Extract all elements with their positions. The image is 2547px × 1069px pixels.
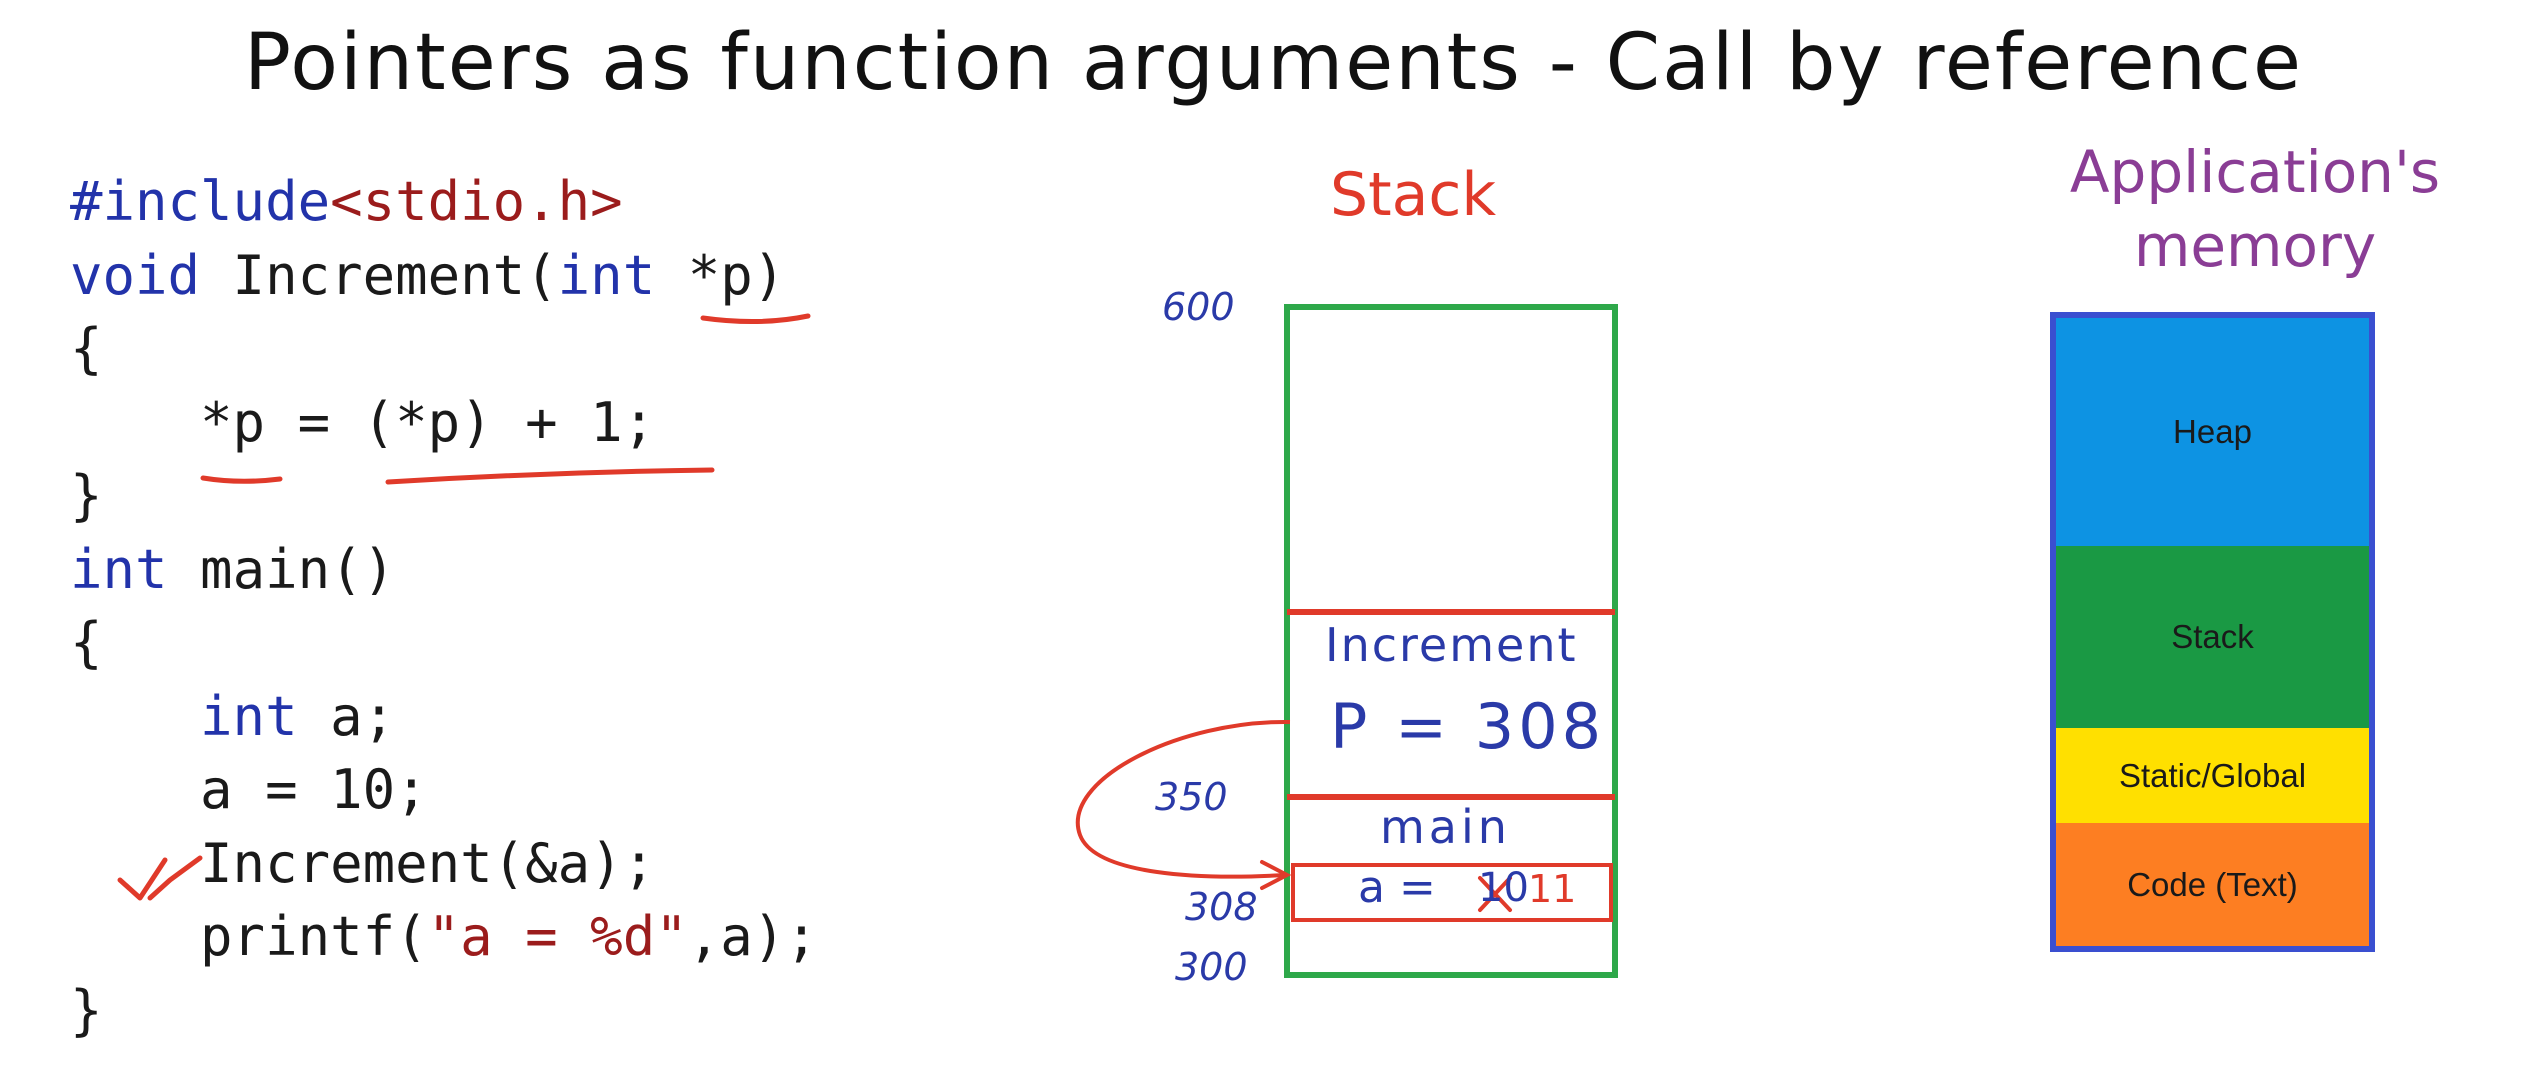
- variable-a-cell: [1291, 863, 1613, 922]
- code-token: main(): [167, 537, 396, 601]
- code-token: ,a);: [687, 905, 818, 968]
- code-token: *p): [655, 243, 786, 307]
- address-308: 308: [1185, 885, 1258, 929]
- memory-segment-static-global: Static/Global: [2056, 728, 2369, 823]
- code-token: int: [70, 537, 168, 601]
- code-token: "a = %d": [427, 905, 688, 968]
- code-line: a = 10;: [70, 753, 818, 827]
- variable-a-label: a =: [1358, 862, 1436, 913]
- strike-old-value: [1478, 876, 1512, 912]
- code-line: }: [70, 974, 818, 1048]
- pointer-arrow-head: [1260, 860, 1292, 890]
- code-line: printf("a = %d",a);: [70, 900, 818, 974]
- code-token: {: [70, 317, 103, 380]
- check-mark-icon: [117, 855, 203, 901]
- memory-segment-stack: Stack: [2056, 546, 2369, 728]
- increment-frame-label: Increment: [1325, 618, 1578, 672]
- code-token: *p = (*p) + 1;: [70, 390, 656, 454]
- code-line: Increment(&a);: [70, 827, 818, 901]
- code-listing: #include<stdio.h>void Increment(int *p){…: [70, 165, 818, 1047]
- underline-p-param: [700, 313, 811, 325]
- code-line: #include<stdio.h>: [70, 165, 818, 239]
- code-line: int a;: [70, 680, 818, 754]
- memory-segment-code: Code (Text): [2056, 823, 2369, 946]
- pointer-p-value: P = 308: [1330, 690, 1606, 763]
- address-600: 600: [1162, 285, 1235, 329]
- code-token: }: [70, 978, 103, 1042]
- memory-layout: Heap Stack Static/Global Code (Text): [2050, 312, 2375, 952]
- code-line: int main(): [70, 533, 818, 607]
- memory-title-line2: memory: [2133, 212, 2377, 280]
- memory-title: Application's memory: [1975, 135, 2535, 283]
- code-token: Increment(: [200, 243, 558, 307]
- underline-deref-p: [200, 475, 283, 484]
- code-token: {: [70, 611, 103, 674]
- variable-a-new-value: 11: [1528, 867, 1577, 911]
- code-token: int: [557, 243, 656, 307]
- main-frame-label: main: [1380, 800, 1511, 854]
- page-title: Pointers as function arguments - Call by…: [244, 18, 2303, 108]
- code-line: *p = (*p) + 1;: [70, 386, 818, 460]
- stack-outline: [1284, 304, 1618, 978]
- underline-expression: [385, 467, 715, 485]
- code-token: int: [200, 684, 298, 748]
- code-token: void: [70, 243, 201, 307]
- code-token: a = 10;: [70, 758, 428, 821]
- memory-segment-heap: Heap: [2056, 318, 2369, 546]
- memory-title-line1: Application's: [2069, 138, 2441, 206]
- address-350: 350: [1155, 775, 1228, 819]
- code-token: a;: [297, 684, 396, 748]
- address-300: 300: [1175, 945, 1248, 989]
- code-token: }: [70, 464, 103, 527]
- pointer-arrow: [1075, 719, 1291, 879]
- code-line: {: [70, 312, 818, 386]
- code-line: }: [70, 459, 818, 533]
- variable-a-old-value: 10: [1478, 865, 1529, 911]
- code-token: <stdio.h>: [330, 170, 623, 233]
- code-token: #include: [70, 170, 331, 233]
- code-token: printf(: [70, 905, 428, 968]
- code-token: Increment(&a);: [70, 831, 656, 895]
- code-line: void Increment(int *p): [70, 239, 818, 313]
- code-line: {: [70, 606, 818, 680]
- stack-title: Stack: [1330, 160, 1497, 230]
